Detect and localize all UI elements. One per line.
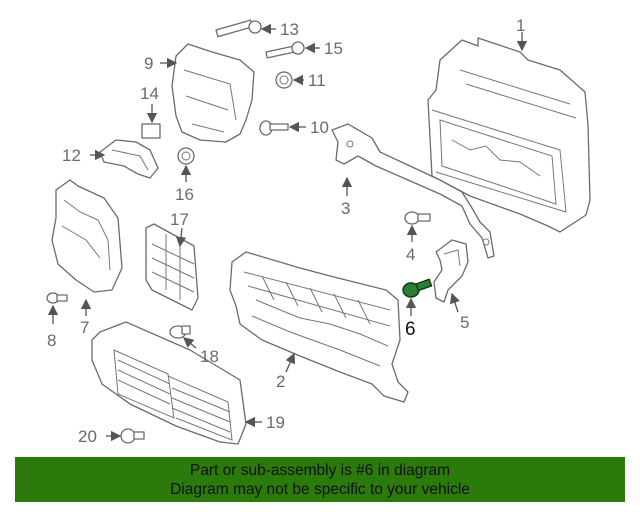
leader-lines <box>47 23 528 442</box>
part-2-air-shutter-frame <box>229 251 409 403</box>
callout-12: 12 <box>62 146 81 165</box>
callout-labels: 1 2 3 4 5 6 7 8 9 10 11 12 13 14 15 16 1… <box>47 16 525 446</box>
banner-line-disclaimer: Diagram may not be specific to your vehi… <box>170 481 470 498</box>
callout-10: 10 <box>310 118 329 137</box>
callout-8: 8 <box>47 331 56 350</box>
callout-16: 16 <box>175 185 194 204</box>
part-13-long-bolt <box>215 19 262 38</box>
banner-line-part-number: Part or sub-assembly is #6 in diagram <box>189 462 451 479</box>
callout-13: 13 <box>280 20 299 39</box>
callout-18: 18 <box>200 347 219 366</box>
exploded-parts-diagram: 1 2 3 4 5 6 7 8 9 10 11 12 13 14 15 16 1… <box>46 16 591 446</box>
part-12-clip-bracket <box>99 139 159 179</box>
part-18-clip <box>169 325 191 339</box>
part-9-duct-bracket <box>171 43 255 143</box>
part-8-clip <box>46 292 68 304</box>
callout-3: 3 <box>341 199 350 218</box>
part-14-clip <box>141 123 161 139</box>
callout-4: 4 <box>406 245 415 264</box>
callout-11: 11 <box>308 71 326 90</box>
callout-20: 20 <box>78 427 97 446</box>
part-3-bracket <box>331 123 495 259</box>
part-10-bolt <box>259 120 289 136</box>
callout-17: 17 <box>170 210 189 229</box>
part-5-side-bracket <box>433 239 469 303</box>
callout-14: 14 <box>140 84 159 103</box>
part-20-bolt <box>120 428 145 444</box>
part-4-clip <box>404 211 431 225</box>
callout-2: 2 <box>276 372 285 391</box>
callout-15: 15 <box>324 39 343 58</box>
callout-19: 19 <box>266 413 285 432</box>
callout-7: 7 <box>80 318 89 337</box>
part-6-bolt-highlighted <box>402 278 433 298</box>
part-19-lower-grille <box>91 321 247 445</box>
part-info-banner: Part or sub-assembly is #6 in diagram Di… <box>15 457 625 502</box>
callout-6-highlighted: 6 <box>405 319 416 340</box>
callout-1: 1 <box>516 16 525 35</box>
part-15-bolt <box>265 41 305 59</box>
part-7-left-deflector <box>51 179 123 293</box>
part-1-radiator-support <box>427 37 591 233</box>
part-17-grille-insert <box>145 223 199 311</box>
part-16-nut <box>177 147 195 165</box>
callout-5: 5 <box>460 313 469 332</box>
part-11-washer <box>275 71 293 89</box>
callout-9: 9 <box>144 54 153 73</box>
